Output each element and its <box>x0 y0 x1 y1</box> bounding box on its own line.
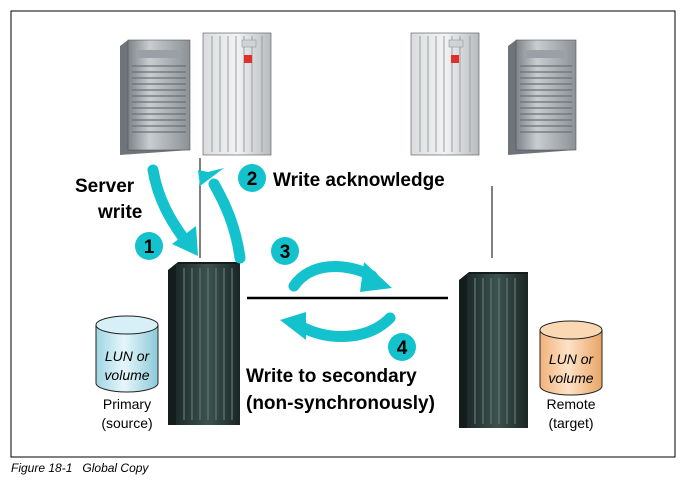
primary-volume-cylinder-icon <box>95 315 159 393</box>
remote-acknowledge-arrow <box>294 312 396 342</box>
primary-storage-label-line2: (source) <box>101 415 152 431</box>
write-acknowledge-arrow <box>208 178 246 264</box>
primary-volume-label-line1: LUN or <box>105 348 151 364</box>
primary-storage-unit-icon <box>168 262 240 425</box>
primary-storage-label-line1: Primary <box>103 396 151 412</box>
remote-storage-label-line2: (target) <box>548 415 593 431</box>
remote-server-tower-icon <box>508 39 577 155</box>
step-1-number: 1 <box>144 237 155 258</box>
step-4-badge: 4 <box>388 333 416 361</box>
remote-volume-cylinder-icon <box>539 320 603 396</box>
step-2-badge: 2 <box>238 164 266 192</box>
step-2-number: 2 <box>247 169 258 190</box>
write-to-secondary-label-line2: (non-synchronously) <box>246 393 435 414</box>
server-write-arrow <box>147 164 188 242</box>
figure-title: Global Copy <box>82 461 149 475</box>
step-3-badge: 3 <box>271 237 299 265</box>
step-1-badge: 1 <box>135 232 163 260</box>
write-acknowledge-label: Write acknowledge <box>273 170 445 191</box>
remote-rack-server-icon <box>410 32 480 156</box>
step-4-number: 4 <box>397 338 408 359</box>
step-3-number: 3 <box>280 242 291 263</box>
remote-acknowledge-arrowhead <box>280 312 306 340</box>
primary-volume-label-line2: volume <box>104 367 149 383</box>
figure-number: Figure 18-1 <box>11 461 73 475</box>
server-write-arrowhead <box>172 226 198 256</box>
primary-rack-server-icon <box>202 32 272 156</box>
write-to-secondary-label-line1: Write to secondary <box>246 366 417 387</box>
remote-storage-label-line1: Remote <box>546 396 595 412</box>
figure-caption: Figure 18-1 Global Copy <box>11 461 148 475</box>
server-write-label-line2: write <box>97 202 142 223</box>
replicate-to-remote-arrowhead <box>360 262 392 292</box>
primary-server-tower-icon <box>120 39 191 155</box>
server-write-label-line1: Server <box>75 176 135 197</box>
write-acknowledge-arrowhead <box>198 168 224 186</box>
remote-volume-label-line1: LUN or <box>549 351 595 367</box>
remote-volume-label-line2: volume <box>548 370 593 386</box>
remote-storage-unit-icon <box>459 272 528 428</box>
